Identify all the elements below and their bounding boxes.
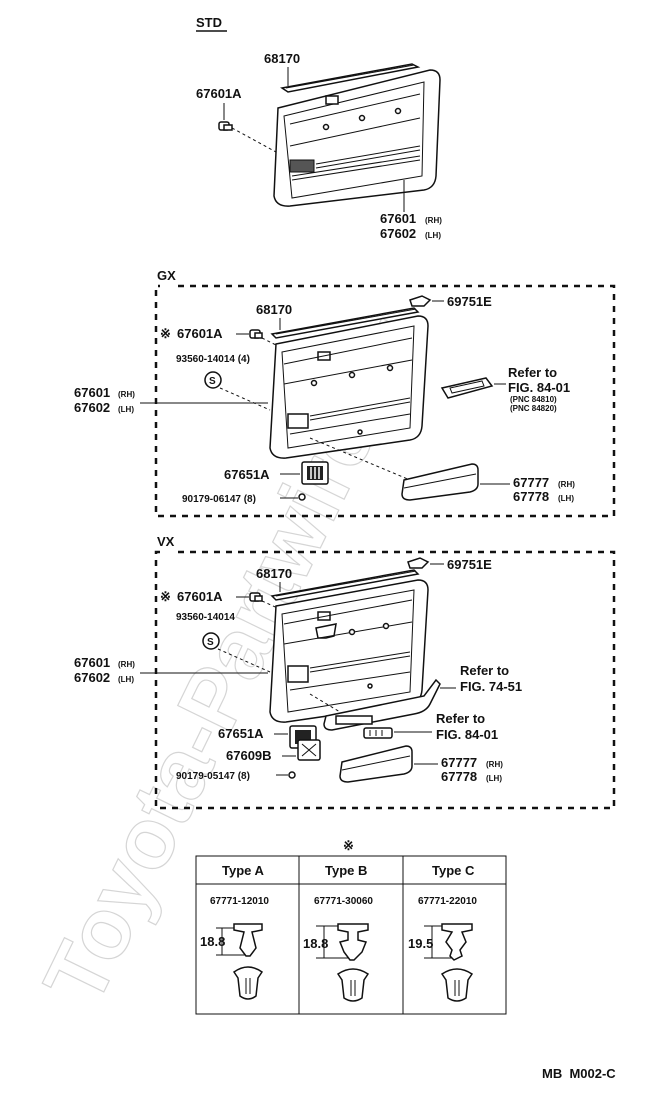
std-section: STD 68170 67601A	[196, 15, 442, 241]
gx-clip-67601A	[249, 329, 263, 339]
vx-label-67601-side: (RH)	[118, 660, 135, 669]
gx-cap-69751E	[409, 295, 432, 307]
gx-label-67601-side: (RH)	[118, 390, 135, 399]
vx-label-67778-side: (LH)	[486, 774, 502, 783]
vx-screw-S: S	[202, 632, 220, 650]
vx-pocket-67777	[339, 745, 413, 783]
vx-label-67602-side: (LH)	[118, 675, 134, 684]
gx-mark: ※	[160, 326, 171, 341]
gx-label-67602: 67602	[74, 400, 110, 415]
vx-label-67609B: 67609B	[226, 748, 272, 763]
gx-label-67601: 67601	[74, 385, 110, 400]
std-title: STD	[196, 15, 222, 30]
gx-pnc-2: (PNC 84820)	[510, 404, 557, 413]
vx-refer-a-line2: FIG. 74-51	[460, 679, 522, 694]
gx-label-67777-side: (RH)	[558, 480, 575, 489]
vx-label-93560: 93560-14014	[176, 612, 235, 623]
std-label-67602-side: (LH)	[425, 231, 441, 240]
clip-type-b-drawing	[316, 923, 370, 1002]
gx-refer-line1: Refer to	[508, 365, 557, 380]
gx-s-mark: S	[209, 376, 216, 387]
vx-label-69751E: 69751E	[447, 557, 492, 572]
vx-label-67651A: 67651A	[218, 726, 264, 741]
clip-type-c-header: Type C	[432, 863, 475, 878]
clip-type-table: ※ Type A Type B Type C 67771-12010 67771…	[195, 838, 507, 1015]
vx-trim-67609B	[297, 739, 321, 761]
vx-armrest	[323, 678, 441, 731]
vx-s-mark: S	[207, 637, 214, 648]
vx-refer-b-line1: Refer to	[436, 711, 485, 726]
gx-label-90179: 90179-06147 (8)	[182, 494, 256, 505]
vx-label-68170: 68170	[256, 566, 292, 581]
std-label-67601A: 67601A	[196, 86, 242, 101]
vx-label-90179: 90179-05147 (8)	[176, 771, 250, 782]
clip-type-c-dim: 19.5	[408, 936, 433, 951]
vx-refer-b-line2: FIG. 84-01	[436, 727, 498, 742]
gx-label-67601A: 67601A	[177, 326, 223, 341]
std-label-67602: 67602	[380, 226, 416, 241]
vx-label-67778: 67778	[441, 769, 477, 784]
vx-mark: ※	[160, 589, 171, 604]
vx-label-67777: 67777	[441, 755, 477, 770]
vx-weatherstrip-68170	[270, 569, 420, 601]
gx-label-67778: 67778	[513, 489, 549, 504]
gx-label-67651A: 67651A	[224, 467, 270, 482]
gx-title: GX	[157, 268, 176, 283]
gx-screw-S: S	[204, 371, 222, 389]
clip-type-a-part: 67771-12010	[210, 896, 269, 907]
vx-label-67601: 67601	[74, 655, 110, 670]
gx-switch-bezel-67651A	[301, 461, 329, 485]
gx-pocket-67777	[401, 463, 479, 501]
gx-label-67778-side: (LH)	[558, 494, 574, 503]
footer-code: MB M002-C	[542, 1066, 616, 1081]
vx-label-67602: 67602	[74, 670, 110, 685]
vx-refer-a-line1: Refer to	[460, 663, 509, 678]
vx-power-switch	[363, 727, 393, 739]
gx-clip-90179	[298, 493, 306, 501]
clip-type-b-dim: 18.8	[303, 936, 328, 951]
vx-clip-67601A	[249, 592, 263, 602]
gx-weatherstrip-68170	[270, 307, 420, 339]
vx-cap-69751E	[407, 557, 430, 569]
std-label-67601: 67601	[380, 211, 416, 226]
std-clip-67601A	[218, 121, 233, 131]
vx-title: VX	[157, 534, 175, 549]
gx-label-93560: 93560-14014 (4)	[176, 354, 250, 365]
clip-type-a-header: Type A	[222, 863, 265, 878]
gx-door-panel	[269, 315, 429, 459]
gx-label-67777: 67777	[513, 475, 549, 490]
clip-type-a-dim: 18.8	[200, 934, 225, 949]
vx-section: VX 68170 69751E ※ 67601A 93560-14014 S	[74, 534, 616, 810]
std-door-panel	[273, 69, 441, 207]
vx-label-67601A: 67601A	[177, 589, 223, 604]
clip-type-a-drawing	[216, 923, 264, 1000]
gx-pnc-1: (PNC 84810)	[510, 395, 557, 404]
vx-clip-90179	[288, 771, 296, 779]
std-weatherstrip-68170	[280, 63, 421, 93]
clip-type-c-part: 67771-22010	[418, 896, 477, 907]
gx-armrest-handle	[440, 377, 494, 399]
std-label-67601-side: (RH)	[425, 216, 442, 225]
std-label-68170: 68170	[264, 51, 300, 66]
gx-refer-line2: FIG. 84-01	[508, 380, 570, 395]
clip-type-b-header: Type B	[325, 863, 367, 878]
clip-type-b-part: 67771-30060	[314, 896, 373, 907]
gx-section: GX 68170 69751E ※ 67601A 93560-14014 (4)…	[74, 268, 616, 518]
clip-table-mark: ※	[343, 838, 354, 853]
gx-label-69751E: 69751E	[447, 294, 492, 309]
gx-label-67602-side: (LH)	[118, 405, 134, 414]
vx-label-67777-side: (RH)	[486, 760, 503, 769]
gx-label-68170: 68170	[256, 302, 292, 317]
clip-type-c-drawing	[424, 923, 474, 1002]
